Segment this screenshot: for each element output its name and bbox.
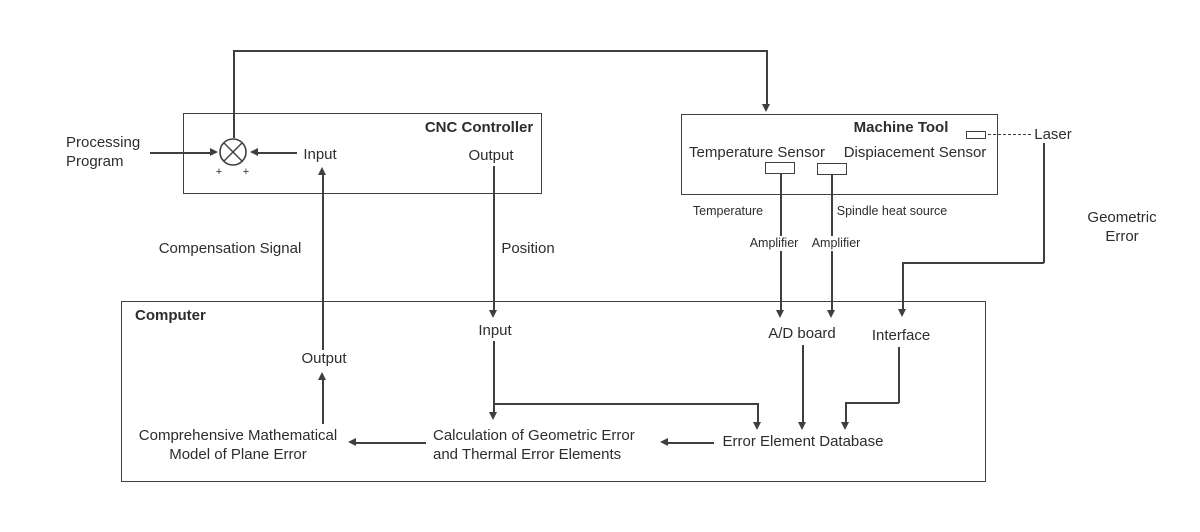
cnc-input-line [257, 152, 297, 154]
input-branch-drop-line [757, 403, 759, 422]
geometric-error-line-horizontal [902, 262, 1044, 264]
database-to-calculation-line [668, 442, 714, 444]
geometric-error-drop-line [902, 262, 904, 309]
laser-rect [966, 131, 986, 139]
temperature-sensor-arrowhead [776, 310, 784, 318]
geometric-error-arrowhead [898, 309, 906, 317]
feedback-line-top [233, 50, 767, 52]
computer-input-label: Input [478, 322, 512, 339]
cnc-input-label: Input [303, 146, 337, 163]
geometric-error-line-vertical [1043, 143, 1045, 263]
calculation-to-model-line [356, 442, 426, 444]
computer-box [121, 301, 986, 482]
feedback-line-right [766, 50, 768, 105]
cnc-controller-box [183, 113, 542, 194]
temperature-sensor-label: Temperature Sensor [689, 144, 825, 161]
displacement-sensor-label: Dispiacement Sensor [843, 144, 987, 161]
machine-tool-box [681, 114, 998, 195]
plus-sign-left: + [215, 166, 223, 178]
adboard-to-database-arrowhead [798, 422, 806, 430]
compensation-signal-label: Compensation Signal [158, 240, 302, 257]
plus-sign-right: + [242, 166, 250, 178]
interface-drop-line [898, 347, 900, 403]
amplifier-right-label: Amplifier [807, 236, 865, 251]
input-branch-arrowhead [753, 422, 761, 430]
displacement-sensor-rect [817, 163, 847, 175]
machine-tool-title: Machine Tool [853, 119, 949, 136]
interface-jog-line [845, 402, 899, 404]
computer-output-label: Output [301, 350, 347, 367]
compensation-signal-arrowhead [318, 167, 326, 175]
ad-board-label: A/D board [768, 325, 836, 342]
position-label: Position [501, 240, 555, 257]
processing-program-arrowhead [210, 148, 218, 156]
calculation-label: Calculation of Geometric Error and Therm… [433, 427, 635, 463]
displacement-sensor-arrowhead [827, 310, 835, 318]
summing-junction-icon [219, 138, 247, 166]
computer-title: Computer [135, 307, 206, 324]
input-to-calculation-line [493, 341, 495, 412]
model-to-output-line [322, 379, 324, 424]
laser-label: Laser [1034, 126, 1072, 143]
input-branch-line [493, 403, 758, 405]
input-to-calculation-arrowhead [489, 412, 497, 420]
temperature-label: Temperature [692, 204, 764, 218]
interface-to-database-arrowhead [841, 422, 849, 430]
laser-dashed-line [988, 134, 1031, 135]
adboard-to-database-line [802, 345, 804, 422]
cnc-input-arrowhead [250, 148, 258, 156]
comprehensive-model-label: Comprehensive Mathematical Model of Plan… [138, 427, 338, 463]
geometric-error-label: Geometric Error [1087, 209, 1157, 245]
processing-program-label: Processing Program [66, 134, 141, 170]
database-to-calculation-arrowhead [660, 438, 668, 446]
error-database-label: Error Element Database [722, 433, 884, 450]
feedback-line-left [233, 50, 235, 138]
compensation-signal-line [322, 174, 324, 350]
feedback-arrowhead [762, 104, 770, 112]
cnc-controller-title: CNC Controller [424, 119, 534, 136]
position-line [493, 166, 495, 310]
spindle-heat-source-label: Spindle heat source [836, 204, 948, 218]
interface-to-database-line [845, 402, 847, 422]
position-arrowhead [489, 310, 497, 318]
temperature-sensor-rect [765, 162, 795, 174]
model-to-output-arrowhead [318, 372, 326, 380]
calculation-to-model-arrowhead [348, 438, 356, 446]
processing-program-line [150, 152, 212, 154]
amplifier-left-label: Amplifier [745, 236, 803, 251]
cnc-output-label: Output [468, 147, 514, 164]
interface-label: Interface [871, 327, 931, 344]
